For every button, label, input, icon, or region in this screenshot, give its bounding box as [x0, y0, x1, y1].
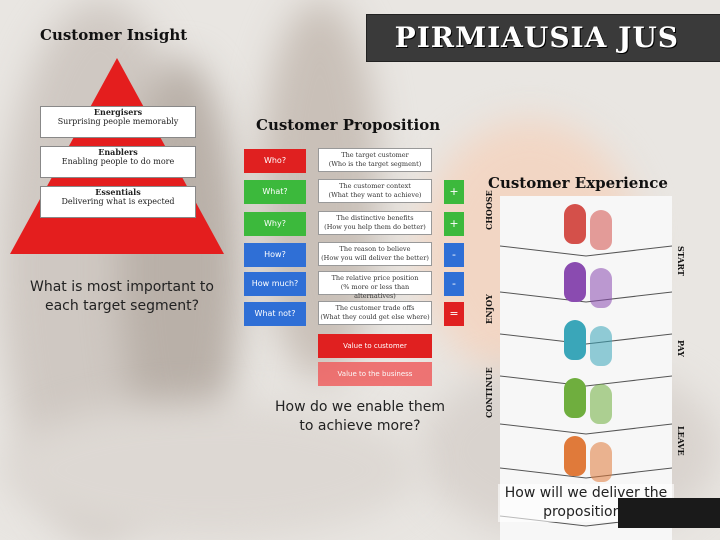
desc-line: The relative price position: [331, 274, 419, 282]
prop-desc-what-not: The customer trade offs (What they could…: [318, 301, 432, 325]
prop-desc-how: The reason to believe (How you will deli…: [318, 242, 432, 266]
desc-line: The customer context: [339, 182, 411, 190]
footprint-icon: [590, 210, 612, 250]
footprint-icon: [564, 320, 586, 360]
footprint-icon: [590, 384, 612, 424]
footprint-icon: [564, 436, 586, 476]
footprint-icon: [590, 326, 612, 366]
prop-desc-what: The customer context (What they want to …: [318, 179, 432, 203]
desc-line: The distinctive benefits: [336, 214, 414, 222]
question-line: to achieve more?: [299, 418, 421, 434]
desc-line: (% more or less than alternatives): [340, 283, 410, 300]
proposition-question: How do we enable them to achieve more?: [262, 398, 458, 436]
question-line: each target segment?: [44, 298, 200, 314]
desc-line: The reason to believe: [339, 245, 411, 253]
footprint-icon: [564, 378, 586, 418]
stage-choose: CHOOSE: [484, 190, 494, 230]
stage-continue: CONTINUE: [484, 367, 494, 418]
stage-start: START: [676, 246, 686, 276]
tier-desc: Enabling people to do more: [61, 157, 175, 166]
banner-title: PIRMIAUSIA JUS: [394, 21, 679, 54]
prop-sign-what: +: [444, 180, 464, 204]
prop-label-why: Why?: [244, 212, 306, 236]
tier-name: Enablers: [98, 147, 138, 157]
footprint-icon: [564, 262, 586, 302]
question-line: How do we enable them: [275, 399, 445, 415]
tier-enablers: Enablers Enabling people to do more: [40, 146, 196, 178]
prop-desc-why: The distinctive benefits (How you help t…: [318, 211, 432, 235]
customer-experience-title: Customer Experience: [488, 174, 668, 192]
value-to-business-bar: Value to the business: [318, 362, 432, 386]
question-line: How will we deliver the: [504, 485, 668, 501]
tier-name: Essentials: [95, 187, 141, 197]
tier-energisers: Energisers Surprising people memorably: [40, 106, 196, 138]
tier-desc: Surprising people memorably: [57, 117, 179, 126]
tier-essentials: Essentials Delivering what is expected: [40, 186, 196, 218]
stage-leave: LEAVE: [676, 426, 686, 456]
insight-pyramid: Energisers Surprising people memorably E…: [10, 58, 224, 258]
customer-proposition-title: Customer Proposition: [256, 116, 441, 134]
watermark-logo: [618, 498, 720, 528]
experience-journey: [500, 196, 672, 540]
desc-line: (How you help them do better): [324, 223, 426, 231]
insight-question: What is most important to each target se…: [20, 278, 224, 316]
title-banner: PIRMIAUSIA JUS: [366, 14, 720, 62]
desc-line: (How you will deliver the better): [321, 254, 429, 262]
tier-name: Energisers: [93, 107, 143, 117]
tier-desc: Delivering what is expected: [61, 197, 175, 206]
footprint-icon: [590, 442, 612, 482]
prop-label-what: What?: [244, 180, 306, 204]
desc-line: (What they could get else where): [320, 313, 430, 321]
desc-line: (Who is the target segment): [328, 160, 422, 168]
question-line: proposition?: [543, 504, 629, 520]
question-line: What is most important to: [30, 279, 214, 295]
prop-label-how: How?: [244, 243, 306, 267]
prop-label-what-not: What not?: [244, 302, 306, 326]
footprint-icon: [590, 268, 612, 308]
desc-line: The customer trade offs: [335, 304, 415, 312]
stage-pay: PAY: [676, 340, 686, 357]
desc-line: (What they want to achieve): [328, 191, 422, 199]
prop-sign-what-not: =: [444, 302, 464, 326]
prop-label-how-much: How much?: [244, 272, 306, 296]
footprint-icon: [564, 204, 586, 244]
customer-insight-title: Customer Insight: [40, 26, 188, 44]
prop-sign-how: -: [444, 243, 464, 267]
prop-sign-why: +: [444, 212, 464, 236]
prop-desc-how-much: The relative price position (% more or l…: [318, 271, 432, 300]
prop-label-who: Who?: [244, 149, 306, 173]
stage-enjoy: ENJOY: [484, 294, 494, 324]
desc-line: The target customer: [341, 151, 409, 159]
value-to-customer-bar: Value to customer: [318, 334, 432, 358]
prop-desc-who: The target customer (Who is the target s…: [318, 148, 432, 172]
prop-sign-how-much: -: [444, 272, 464, 296]
